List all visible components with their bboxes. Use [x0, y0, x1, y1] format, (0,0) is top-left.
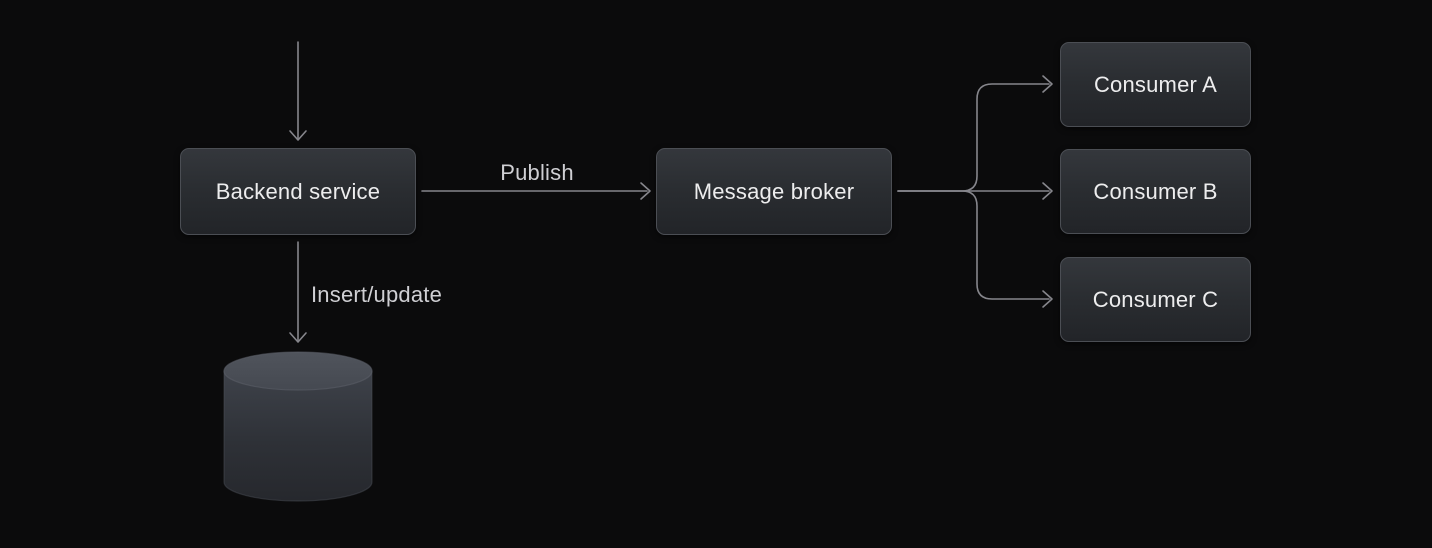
edge-publish — [421, 182, 651, 200]
edge-fanout-a — [897, 75, 1053, 192]
arrowhead-down-icon — [289, 332, 307, 343]
node-consumer-b-label: Consumer B — [1093, 178, 1218, 204]
arrowhead-right-icon — [1042, 182, 1053, 200]
database-cylinder — [223, 351, 373, 502]
arrowhead-right-icon — [1042, 75, 1053, 93]
node-consumer-c: Consumer C — [1060, 257, 1251, 342]
node-message-broker: Message broker — [656, 148, 892, 235]
edge-inbound — [289, 41, 307, 141]
arrowhead-right-icon — [640, 182, 651, 200]
arrowhead-right-icon — [1042, 290, 1053, 308]
node-consumer-a-label: Consumer A — [1093, 71, 1218, 97]
edge-label-publish: Publish — [500, 160, 574, 185]
node-backend-service-label: Backend service — [215, 178, 381, 204]
arrowhead-down-icon — [289, 130, 307, 141]
edge-label-insert-update: Insert/update — [311, 282, 443, 307]
edge-insert-update — [289, 241, 307, 343]
node-consumer-b: Consumer B — [1060, 149, 1251, 234]
node-consumer-a: Consumer A — [1060, 42, 1251, 127]
node-backend-service: Backend service — [180, 148, 416, 235]
node-consumer-c-label: Consumer C — [1092, 286, 1219, 312]
node-message-broker-label: Message broker — [693, 178, 855, 204]
edge-fanout-c — [897, 190, 1053, 308]
